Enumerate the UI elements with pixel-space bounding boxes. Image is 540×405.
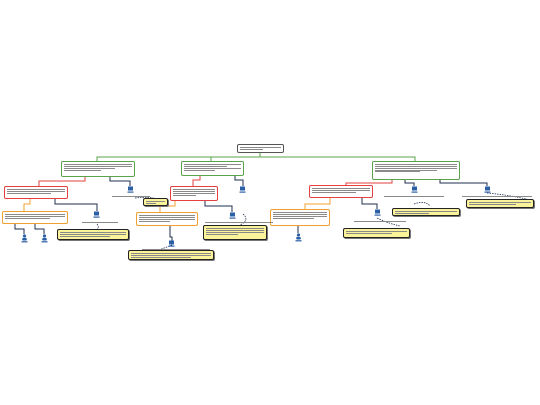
- person-icon[interactable]: [21, 234, 28, 243]
- detail-node-center[interactable]: [136, 212, 198, 226]
- text-label[interactable]: [80, 220, 120, 224]
- detail-node-right[interactable]: [270, 209, 330, 226]
- document-icon[interactable]: [484, 186, 491, 194]
- text-label[interactable]: [203, 220, 275, 224]
- connectors-level3: [23, 198, 378, 212]
- document-icon[interactable]: [239, 186, 246, 194]
- note-box[interactable]: [143, 198, 168, 206]
- document-icon[interactable]: [168, 240, 175, 248]
- note-box[interactable]: [466, 199, 534, 208]
- connectors-level1: [96, 152, 416, 162]
- branch-node-center[interactable]: [181, 161, 244, 176]
- text-label[interactable]: [352, 219, 408, 223]
- subtopic-node-right[interactable]: [309, 185, 373, 198]
- connectors-level4: [14, 224, 299, 242]
- note-box[interactable]: [57, 229, 129, 240]
- document-icon[interactable]: [93, 211, 100, 219]
- document-icon[interactable]: [229, 212, 236, 220]
- detail-node-left[interactable]: [2, 211, 68, 224]
- note-box[interactable]: [343, 228, 410, 238]
- connectors-level2: [38, 176, 488, 186]
- note-box[interactable]: [203, 225, 267, 240]
- document-icon[interactable]: [411, 186, 418, 194]
- branch-node-right[interactable]: [372, 161, 460, 180]
- document-icon[interactable]: [374, 209, 381, 217]
- root-text-line: [240, 146, 281, 148]
- branch-node-left[interactable]: [61, 161, 135, 177]
- root-text-line: [240, 148, 263, 150]
- text-label[interactable]: [382, 194, 446, 198]
- text-label[interactable]: [460, 194, 534, 198]
- note-box[interactable]: [392, 208, 460, 216]
- note-box[interactable]: [128, 250, 214, 260]
- text-label[interactable]: [140, 247, 212, 251]
- person-icon[interactable]: [41, 234, 48, 243]
- subtopic-node-left[interactable]: [4, 186, 68, 199]
- person-icon[interactable]: [295, 233, 302, 242]
- subtopic-node-center[interactable]: [170, 186, 218, 201]
- document-icon[interactable]: [127, 186, 134, 194]
- text-label[interactable]: [110, 194, 152, 198]
- root-node[interactable]: [237, 144, 284, 153]
